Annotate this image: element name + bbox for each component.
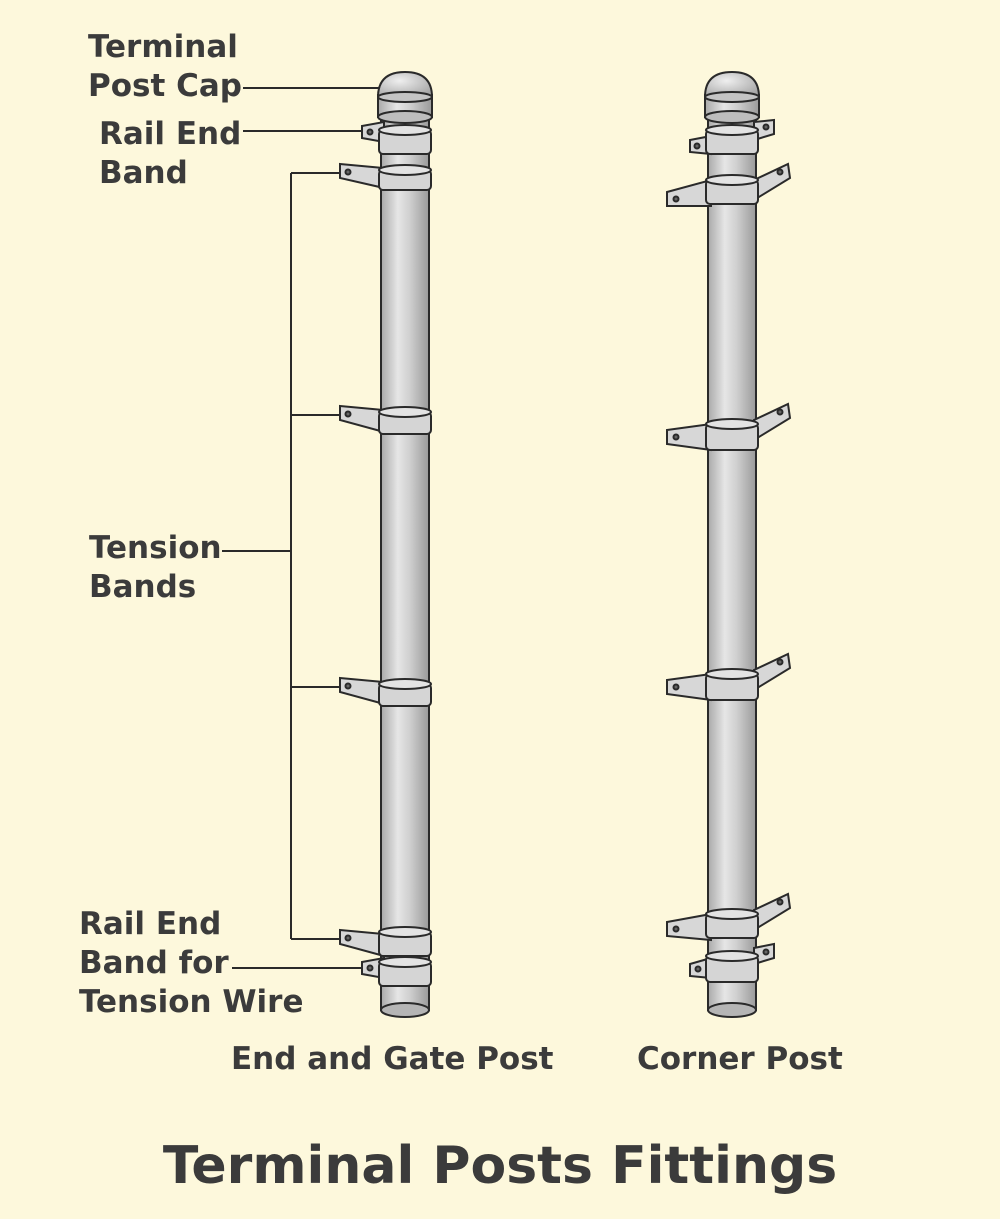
terminal-post-cap <box>703 70 761 124</box>
label-line: Rail End <box>99 116 242 152</box>
label-line: Terminal <box>88 29 238 65</box>
label-line: Band <box>99 155 188 191</box>
label-line: Post Cap <box>88 68 242 104</box>
label-rail-end-band: Rail End Band <box>99 115 241 193</box>
label-line: Band for <box>79 945 229 981</box>
label-line: Tension <box>89 530 222 566</box>
label-tension-bands: Tension Bands <box>89 529 222 607</box>
end-gate-post <box>222 70 434 1018</box>
tension-band <box>666 652 792 702</box>
rail-end-band-tension-wire <box>361 956 432 987</box>
tension-band <box>339 162 432 191</box>
tension-band <box>666 892 792 942</box>
tension-band <box>339 404 432 435</box>
post-pipe <box>380 104 430 1011</box>
corner-post <box>666 70 792 1018</box>
terminal-post-cap <box>376 70 434 124</box>
tension-band <box>339 676 432 707</box>
post-pipe <box>707 104 757 1011</box>
label-rail-end-band-tension-wire: Rail End Band for Tension Wire <box>79 905 304 1022</box>
label-line: Bands <box>89 569 197 605</box>
label-line: Tension Wire <box>79 984 304 1020</box>
caption-corner-post: Corner Post <box>637 1041 843 1077</box>
page-title: Terminal Posts Fittings <box>162 1136 838 1196</box>
tension-band <box>666 162 792 207</box>
rail-end-band <box>689 118 775 156</box>
label-terminal-post-cap: Terminal Post Cap <box>88 28 242 106</box>
rail-end-band <box>361 120 432 155</box>
tension-band <box>666 402 792 452</box>
rail-end-band-tension-wire <box>689 942 775 983</box>
label-line: Rail End <box>79 906 222 942</box>
leader-lines <box>222 87 381 969</box>
tension-band <box>339 926 432 958</box>
caption-end-gate-post: End and Gate Post <box>231 1041 554 1077</box>
